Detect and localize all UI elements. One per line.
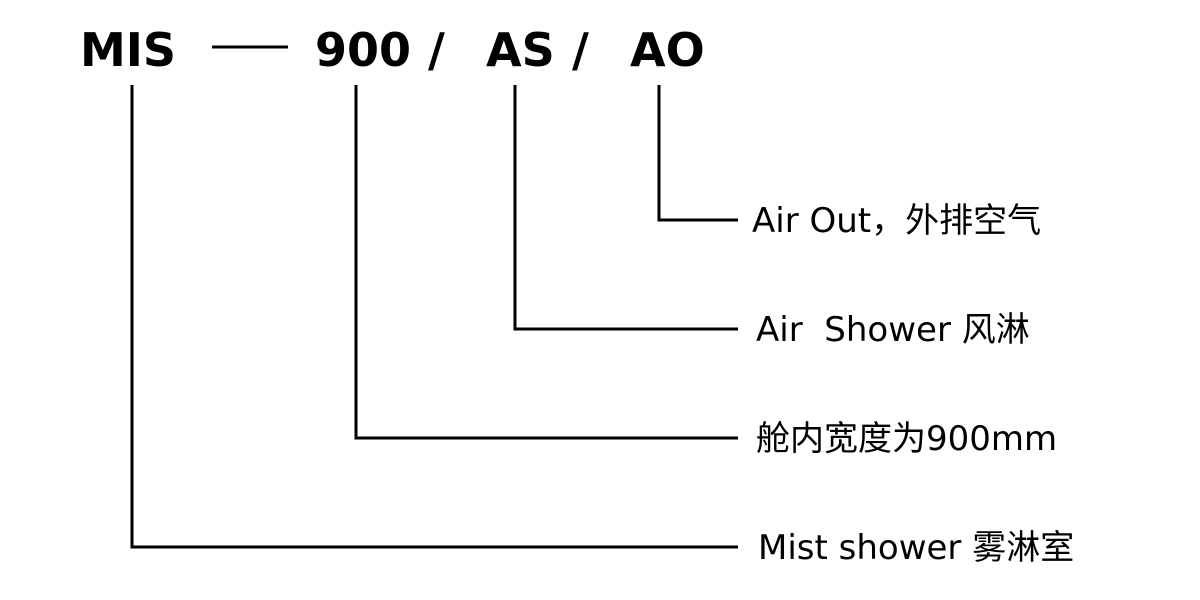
desc-air-shower: Air Shower 风淋 (756, 310, 1030, 350)
code-width: 900 (315, 23, 411, 77)
desc-air-out: Air Out，外排空气 (752, 201, 1041, 241)
connector-as (513, 85, 738, 331)
code-feature-ao: AO (630, 23, 705, 77)
code-slash-1: / (428, 23, 445, 77)
desc-width: 舱内宽度为900mm (756, 419, 1057, 459)
model-code: MIS 900 / AS / AO (80, 23, 705, 77)
descriptions: Air Out，外排空气 Air Shower 风淋 舱内宽度为900mm Mi… (752, 201, 1074, 568)
connector-900 (354, 85, 738, 440)
code-slash-2: / (572, 23, 589, 77)
code-prefix: MIS (80, 23, 176, 77)
connector-ao (657, 85, 738, 222)
code-feature-as: AS (486, 23, 555, 77)
connector-mis (130, 85, 738, 549)
connectors (130, 85, 738, 549)
desc-mist-shower: Mist shower 雾淋室 (758, 528, 1074, 568)
